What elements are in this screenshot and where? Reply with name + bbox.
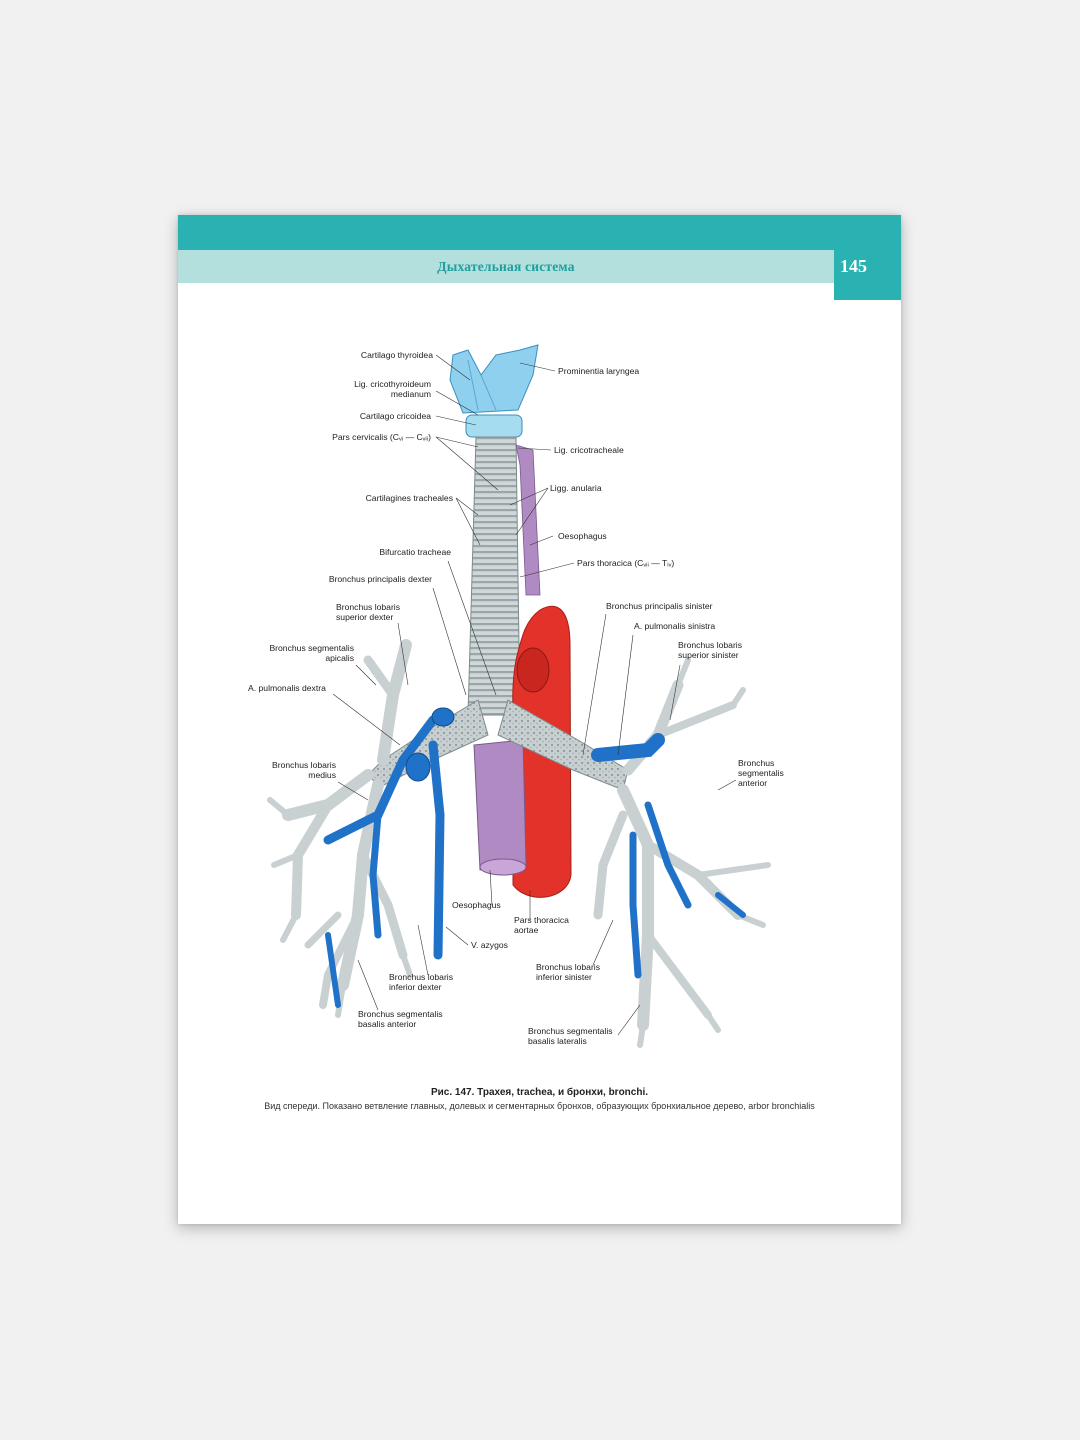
- trachea: [467, 436, 521, 716]
- label-v-azygos: V. azygos: [471, 940, 508, 950]
- label-bronchus-lobaris-superior-sinister-2: superior sinister: [678, 650, 739, 660]
- label-lig-cricotracheale: Lig. cricotracheale: [554, 445, 624, 455]
- figure-labels: Cartilago thyroidea Prominentia laryngea…: [248, 350, 784, 1046]
- label-bronchus-principalis-dexter: Bronchus principalis dexter: [329, 574, 432, 584]
- label-bronchus-principalis-sinister: Bronchus principalis sinister: [606, 601, 713, 611]
- label-lig-cricothyroideum-1: Lig. cricothyroideum: [354, 379, 431, 389]
- label-bronchus-lobaris-inferior-sinister-1: Bronchus lobaris: [536, 962, 600, 972]
- figure-caption-text: Вид спереди. Показано ветвление главных,…: [264, 1101, 815, 1111]
- oesophagus-lower: [473, 739, 527, 876]
- page-number-box: 145: [834, 250, 901, 300]
- label-bronchus-lobaris-inferior-dexter-2: inferior dexter: [389, 982, 442, 992]
- left-bronchial-tree: [593, 657, 771, 1048]
- label-pars-thoracica-aortae-2: aortae: [514, 925, 539, 935]
- label-ligg-anularia: Ligg. anularia: [550, 483, 602, 493]
- label-a-pulmonalis-sinistra: A. pulmonalis sinistra: [634, 621, 715, 631]
- label-bronchus-lobaris-medius-1: Bronchus lobaris: [272, 760, 336, 770]
- label-bronchus-lobaris-medius-2: medius: [308, 770, 336, 780]
- label-cartilagines-tracheales: Cartilagines tracheales: [366, 493, 453, 503]
- cricoid-cartilage: [465, 414, 523, 438]
- label-cartilago-cricoidea: Cartilago cricoidea: [360, 411, 431, 421]
- chapter-header-band: Дыхательная система: [178, 250, 834, 283]
- label-oesophagus-lower: Oesophagus: [452, 900, 501, 910]
- label-bronchus-lobaris-inferior-sinister-2: inferior sinister: [536, 972, 592, 982]
- top-color-band: [178, 215, 901, 250]
- page-number: 145: [840, 256, 867, 276]
- thyroid-cartilage: [449, 344, 539, 414]
- label-bronchus-segmentalis-basalis-anterior-2: basalis anterior: [358, 1019, 416, 1029]
- label-bronchus-segmentalis-basalis-lateralis-1: Bronchus segmentalis: [528, 1026, 613, 1036]
- label-cartilago-thyroidea: Cartilago thyroidea: [361, 350, 433, 360]
- label-bifurcatio-tracheae: Bifurcatio tracheae: [379, 547, 451, 557]
- label-bronchus-segmentalis-anterior-2: segmentalis: [738, 768, 784, 778]
- anatomical-figure: Cartilago thyroidea Prominentia laryngea…: [248, 344, 784, 1048]
- oesophagus-upper: [515, 444, 541, 596]
- book-page: Дыхательная система 145: [178, 215, 901, 1224]
- label-bronchus-segmentalis-apicalis-1: Bronchus segmentalis: [269, 643, 354, 653]
- label-oesophagus-upper: Oesophagus: [558, 531, 607, 541]
- label-bronchus-lobaris-inferior-dexter-1: Bronchus lobaris: [389, 972, 453, 982]
- pulmonary-vessels: [323, 707, 746, 1008]
- label-bronchus-segmentalis-anterior-3: anterior: [738, 778, 767, 788]
- label-prominentia-laryngea: Prominentia laryngea: [558, 366, 639, 376]
- label-leader-lines: [332, 354, 737, 1036]
- label-bronchus-lobaris-superior-dexter-1: Bronchus lobaris: [336, 602, 400, 612]
- section-title: Дыхательная система: [437, 258, 575, 274]
- label-bronchus-lobaris-superior-sinister-1: Bronchus lobaris: [678, 640, 742, 650]
- figure-caption-title: Рис. 147. Трахея, trachea, и бронхи, bro…: [430, 1087, 649, 1098]
- label-pars-cervicalis: Pars cervicalis (Cᵥᵢ — Cᵥᵢᵢ): [332, 432, 431, 442]
- label-bronchus-segmentalis-basalis-lateralis-2: basalis lateralis: [528, 1036, 587, 1046]
- label-pars-thoracica-aortae-1: Pars thoracica: [514, 915, 569, 925]
- label-bronchus-lobaris-superior-dexter-2: superior dexter: [336, 612, 393, 622]
- label-pars-thoracica: Pars thoracica (Cᵥᵢᵢ — Tᵢᵥ): [577, 558, 674, 568]
- label-bronchus-segmentalis-apicalis-2: apicalis: [325, 653, 354, 663]
- label-bronchus-segmentalis-anterior-1: Bronchus: [738, 758, 774, 768]
- label-a-pulmonalis-dextra: A. pulmonalis dextra: [248, 683, 326, 693]
- label-lig-cricothyroideum-2: medianum: [391, 389, 431, 399]
- label-bronchus-segmentalis-basalis-anterior-1: Bronchus segmentalis: [358, 1009, 443, 1019]
